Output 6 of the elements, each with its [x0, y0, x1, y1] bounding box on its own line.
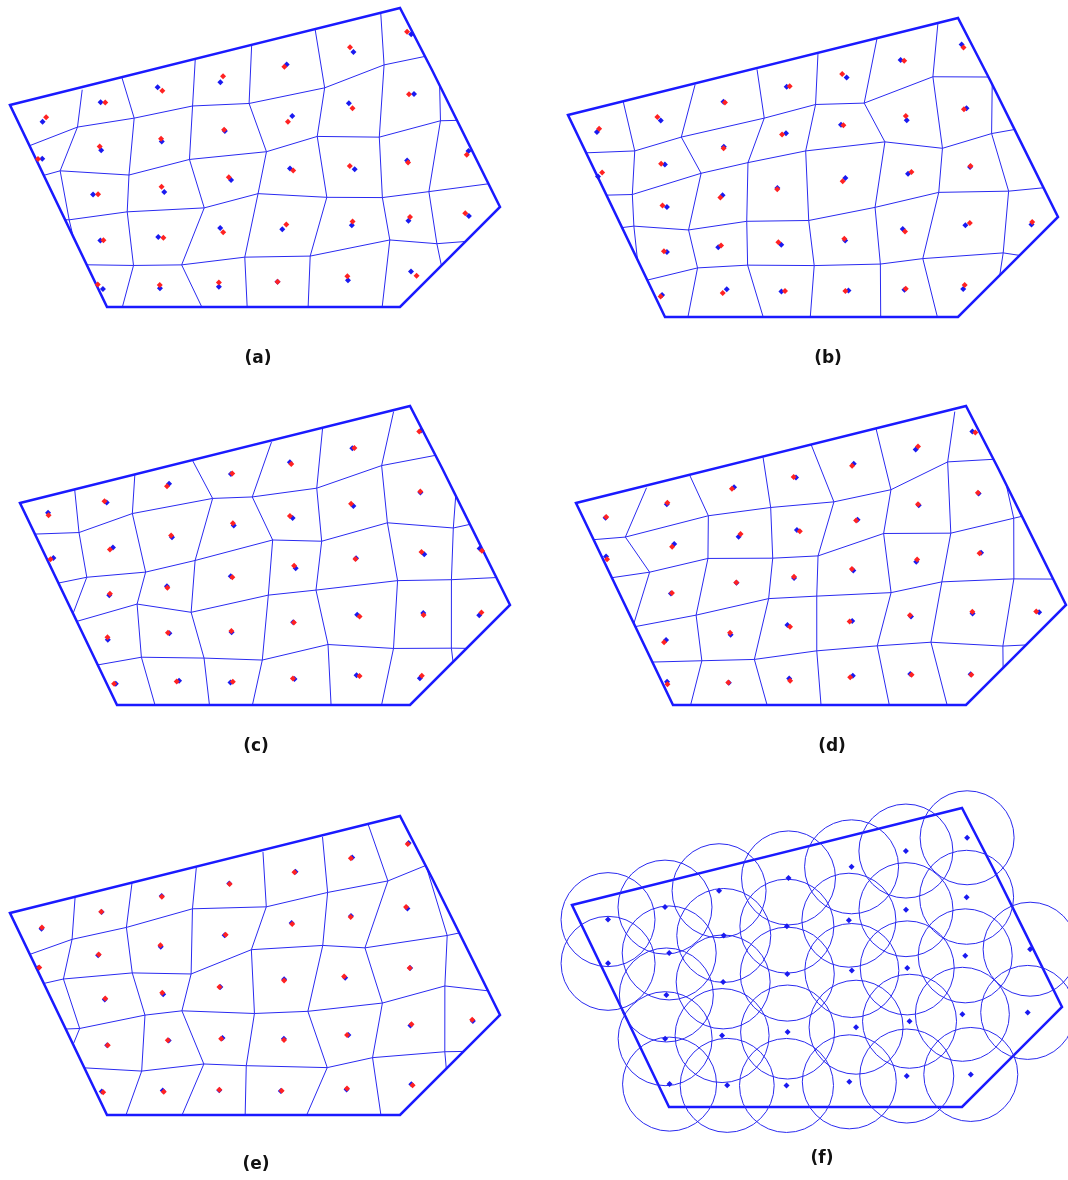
panel-label: (d)	[818, 735, 846, 755]
panel-label: (e)	[242, 1153, 270, 1173]
panel-label: (c)	[243, 735, 269, 755]
panel-label: (b)	[814, 347, 842, 367]
panel-label: (a)	[244, 347, 272, 367]
panel-label: (f)	[810, 1147, 834, 1167]
